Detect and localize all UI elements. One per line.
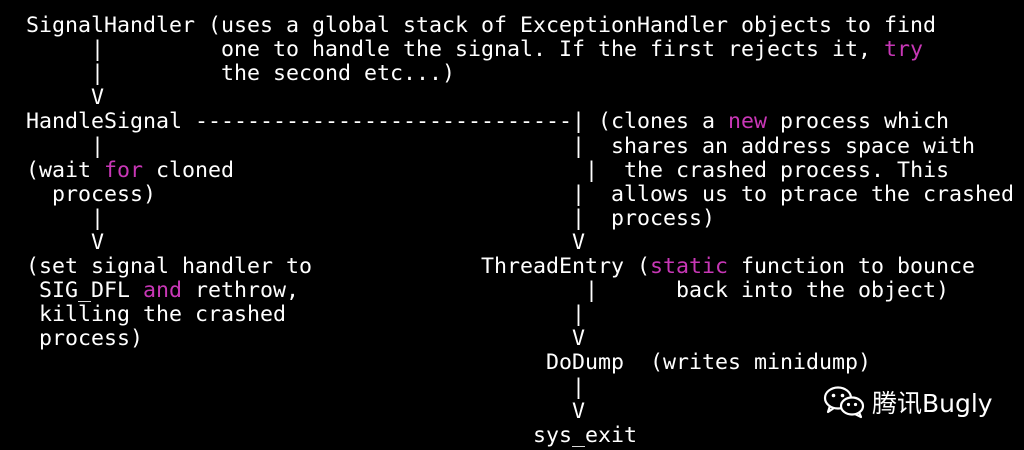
diagram-line: | one to handle the signal. If the first… (26, 38, 923, 62)
line-text: | | shares an address space with (26, 133, 976, 159)
line-text: process which (767, 109, 950, 135)
diagram-line: killing the crashed | (26, 303, 585, 327)
diagram-line: process) | allows us to ptrace the crash… (26, 181, 1015, 207)
line-text: | | process) (26, 205, 716, 231)
line-text: | the second etc...) (26, 61, 456, 87)
line-text: DoDump (writes minidump) (26, 350, 872, 376)
line-text: killing the crashed | (26, 302, 586, 328)
diagram-line: DoDump (writes minidump) (26, 351, 871, 375)
diagram-line: sys_exit (26, 422, 638, 448)
diagram-line: HandleSignal ---------------------------… (26, 110, 949, 134)
line-text: SignalHandler (uses a global stack of Ex… (26, 13, 937, 38)
line-text: V (26, 398, 586, 424)
line-text: (set signal handler to ThreadEntry ( (26, 254, 651, 279)
diagram-line: | | process) (26, 205, 716, 231)
watermark-text: 腾讯Bugly (872, 389, 993, 418)
diagram-line: SignalHandler (uses a global stack of Ex… (26, 14, 936, 38)
line-text: process) V (26, 326, 586, 352)
diagram-line: | (26, 374, 586, 400)
keyword-highlight: new (728, 109, 768, 135)
keyword-highlight: static (650, 254, 729, 279)
line-text: V (26, 85, 105, 111)
diagram-line: V (26, 398, 586, 424)
line-text: rethrow, | back into the object) (182, 278, 950, 304)
diagram-line: SIG_DFL and rethrow, | back into the obj… (26, 279, 949, 303)
diagram-line: | the second etc...) (26, 62, 455, 86)
keyword-highlight: try (884, 37, 924, 63)
line-text: process) | allows us to ptrace the crash… (26, 181, 1015, 207)
diagram-line: process) V (26, 327, 585, 351)
line-text: | one to handle the signal. If the first… (26, 37, 885, 63)
line-text: function to bounce (728, 254, 976, 279)
line-text: cloned | the crashed process. This (143, 157, 950, 183)
diagram-line: V (26, 86, 104, 110)
line-text: HandleSignal ---------------------------… (26, 109, 729, 135)
line-text: | (26, 374, 586, 400)
diagram-line: V V (26, 229, 586, 255)
watermark: 腾讯Bugly (822, 384, 993, 420)
diagram-line: (wait for cloned | the crashed process. … (26, 157, 950, 183)
diagram-line: (set signal handler to ThreadEntry (stat… (26, 255, 975, 279)
line-text: V V (26, 229, 586, 255)
diagram-line: | | shares an address space with (26, 133, 976, 159)
keyword-highlight: for (104, 157, 144, 183)
line-text: (wait (26, 157, 105, 183)
keyword-highlight: and (143, 278, 183, 304)
line-text: SIG_DFL (26, 278, 144, 304)
wechat-icon (823, 386, 865, 419)
line-text: sys_exit (26, 422, 638, 448)
